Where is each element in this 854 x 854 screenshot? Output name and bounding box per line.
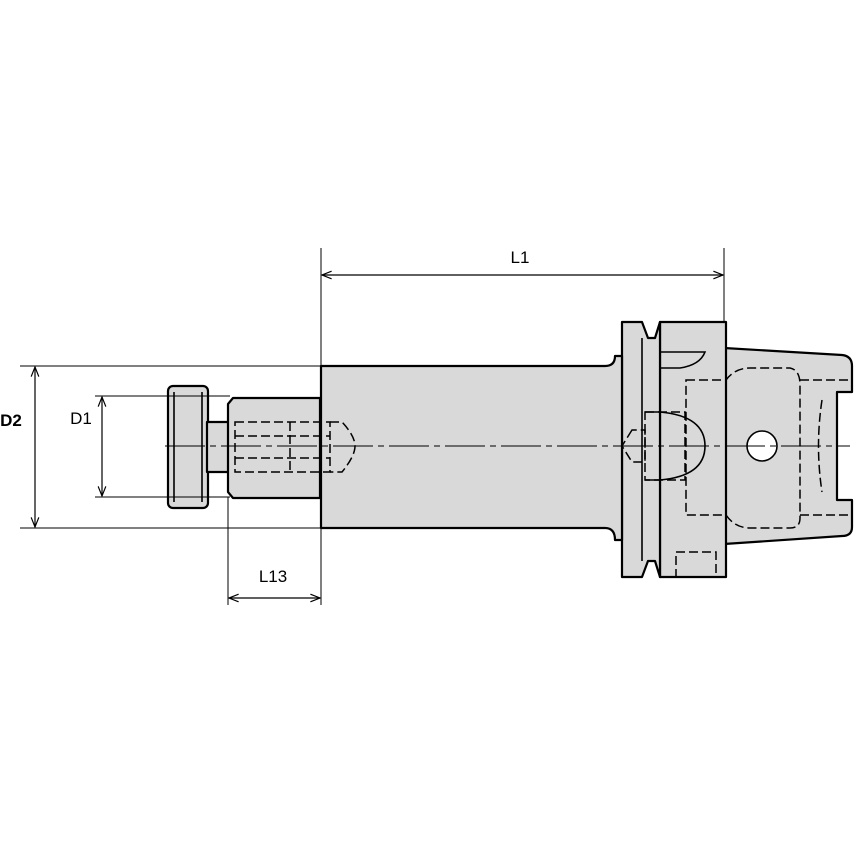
- pin-cylinder: [226, 396, 322, 500]
- l13-label: L13: [258, 567, 288, 586]
- main-body: [319, 354, 624, 542]
- flange-collar: [620, 320, 662, 579]
- l1-label: L1: [510, 248, 530, 267]
- d2-label: D2: [0, 411, 22, 430]
- flange-block: [658, 320, 728, 579]
- d1-label: D1: [70, 409, 92, 428]
- pin-neck: [205, 420, 231, 474]
